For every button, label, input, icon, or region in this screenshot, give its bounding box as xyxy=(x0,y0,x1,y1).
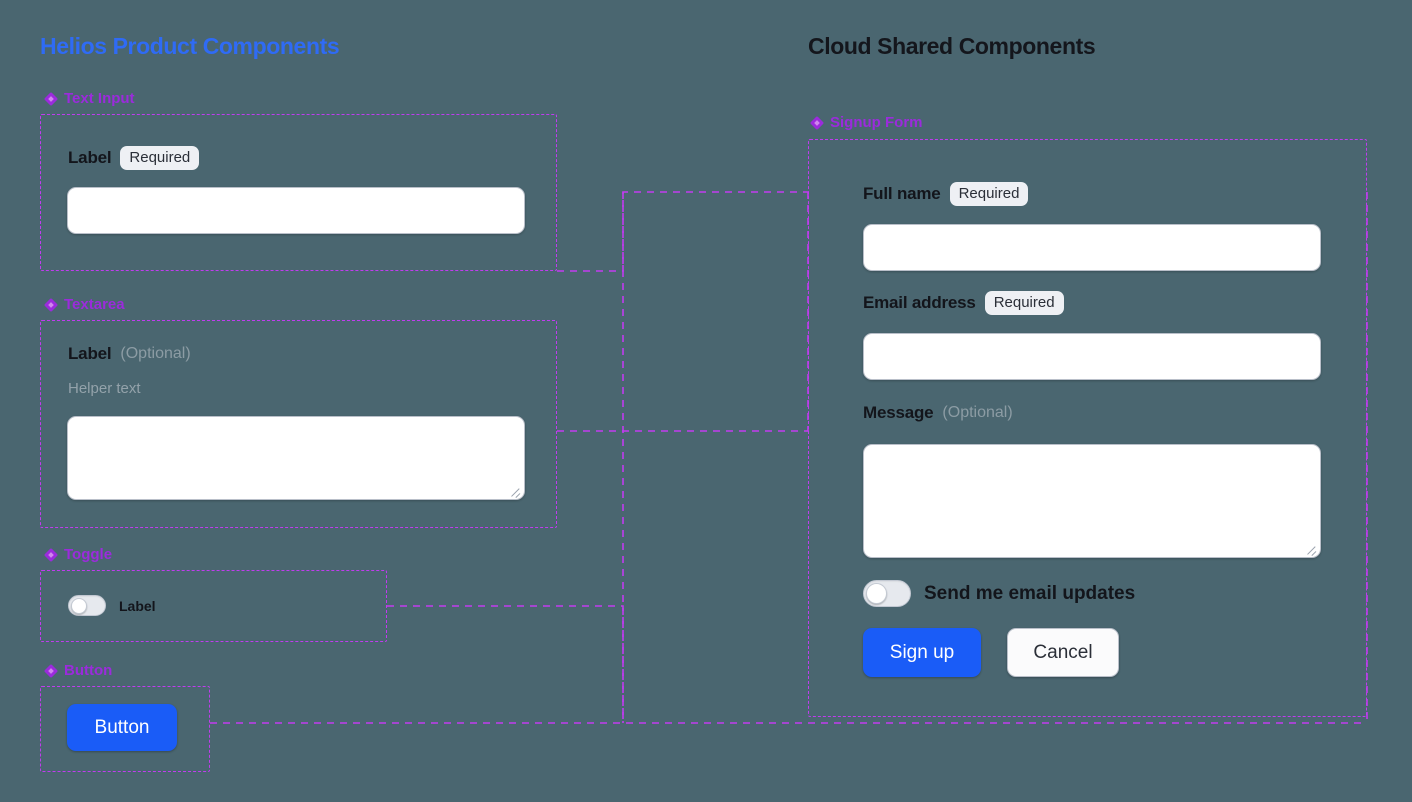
toggle-row: Label xyxy=(68,595,156,616)
textarea-helper-text: Helper text xyxy=(68,380,141,397)
left-column-title: Helios Product Components xyxy=(40,33,340,59)
full-name-label: Full name xyxy=(863,184,941,204)
textarea-label-row: Label (Optional) xyxy=(68,344,191,364)
message-label: Message xyxy=(863,403,934,422)
right-column-title: Cloud Shared Components xyxy=(808,33,1096,59)
section-label-text: Textarea xyxy=(64,296,125,313)
cancel-button[interactable]: Cancel xyxy=(1007,628,1119,677)
component-frame-signup-form xyxy=(808,139,1367,717)
section-label-text: Signup Form xyxy=(830,114,923,131)
toggle-knob xyxy=(70,597,87,614)
text-input-label-row: Label Required xyxy=(68,146,200,171)
connector-toggle xyxy=(387,605,624,723)
diamond-component-icon xyxy=(43,547,58,562)
section-label-text-input: Text Input xyxy=(43,90,135,107)
connector-text-input xyxy=(557,191,808,272)
component-frame-button xyxy=(40,686,210,772)
diamond-component-icon xyxy=(43,663,58,678)
diamond-component-icon xyxy=(809,115,824,130)
text-input-required-badge: Required xyxy=(120,146,200,171)
message-label-row: Message (Optional) xyxy=(863,403,1013,423)
demo-button[interactable]: Button xyxy=(67,704,177,751)
textarea-wrapper xyxy=(67,416,525,500)
full-name-required-badge: Required xyxy=(949,182,1029,207)
message-wrapper xyxy=(863,444,1321,558)
diamond-component-icon xyxy=(43,297,58,312)
email-input[interactable] xyxy=(863,333,1321,380)
text-input-field[interactable] xyxy=(67,187,525,234)
toggle-label: Label xyxy=(119,597,156,614)
diamond-component-icon xyxy=(43,91,58,106)
sign-up-button[interactable]: Sign up xyxy=(863,628,981,677)
full-name-label-row: Full name Required xyxy=(863,182,1029,207)
message-textarea[interactable] xyxy=(863,444,1321,558)
section-label-textarea: Textarea xyxy=(43,296,125,313)
full-name-input[interactable] xyxy=(863,224,1321,271)
section-label-text: Button xyxy=(64,662,113,679)
textarea-label: Label xyxy=(68,344,112,363)
toggle-knob xyxy=(866,583,887,604)
email-updates-toggle[interactable] xyxy=(863,580,911,607)
email-label-row: Email address Required xyxy=(863,291,1064,316)
section-label-toggle: Toggle xyxy=(43,546,113,563)
textarea-field[interactable] xyxy=(67,416,525,500)
component-frame-text-input xyxy=(40,114,557,271)
section-label-text: Toggle xyxy=(64,546,113,563)
message-optional-tag: (Optional) xyxy=(942,404,1013,421)
toggle-switch[interactable] xyxy=(68,595,106,616)
email-updates-label: Send me email updates xyxy=(924,582,1136,604)
email-label: Email address xyxy=(863,293,976,313)
section-label-text: Text Input xyxy=(64,90,135,107)
email-updates-toggle-row: Send me email updates xyxy=(863,580,1135,607)
component-frame-textarea xyxy=(40,320,557,528)
textarea-optional-tag: (Optional) xyxy=(120,345,191,362)
section-label-button: Button xyxy=(43,662,113,679)
component-frame-toggle xyxy=(40,570,387,642)
section-label-signup-form: Signup Form xyxy=(809,114,923,131)
text-input-label: Label xyxy=(68,148,112,168)
email-required-badge: Required xyxy=(984,291,1064,316)
